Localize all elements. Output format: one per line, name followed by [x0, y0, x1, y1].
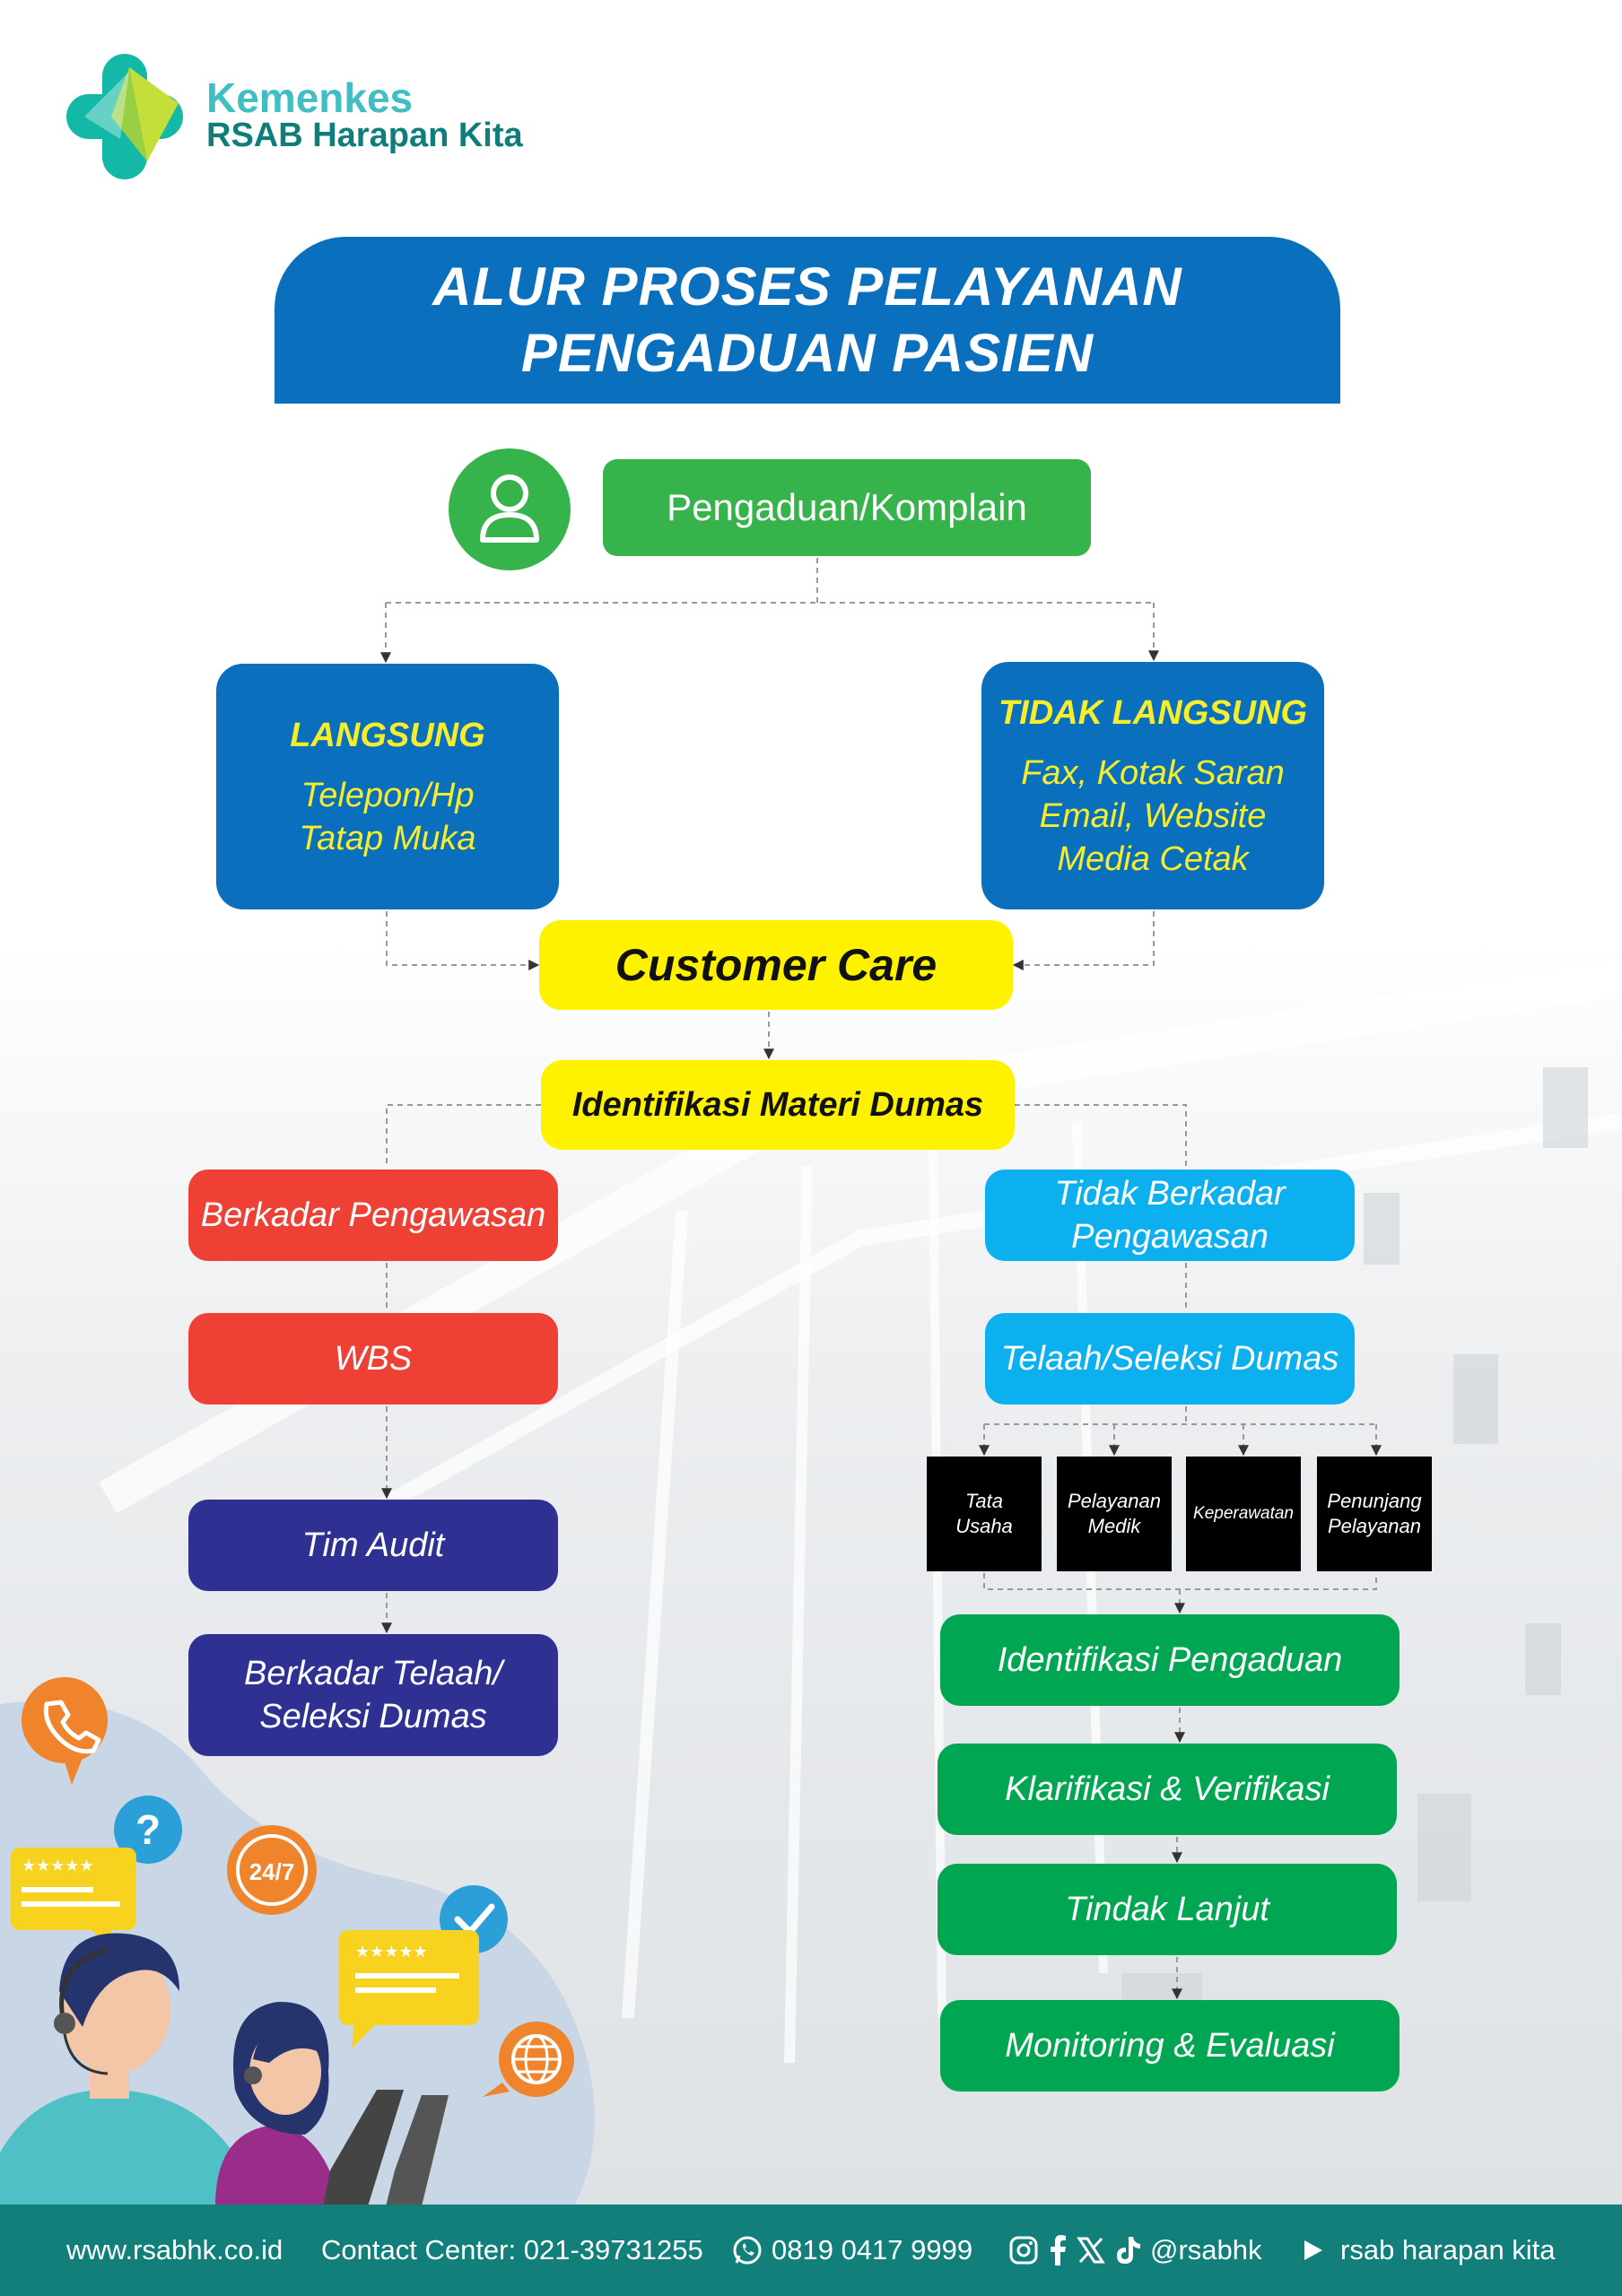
- identifikasi-materi-label: Identifikasi Materi Dumas: [571, 1085, 984, 1124]
- unit-tata-usaha-line-1: Tata: [964, 1490, 1003, 1512]
- tim-audit-node: Tim Audit: [188, 1500, 558, 1591]
- footer-whatsapp[interactable]: 0819 0417 9999: [732, 2205, 972, 2296]
- berkadar-telaah-line-1: Berkadar Telaah/: [243, 1655, 502, 1692]
- youtube-channel: rsab harapan kita: [1340, 2234, 1556, 2266]
- berkadar-pengawasan-label: Berkadar Pengawasan: [200, 1196, 546, 1234]
- brand-name: Kemenkes: [206, 74, 414, 121]
- unit-pelayanan-medik-line-1: Pelayanan: [1068, 1490, 1161, 1512]
- tiktok-icon[interactable]: [1114, 2235, 1141, 2266]
- langsung-line-1: Telepon/Hp: [301, 777, 475, 814]
- complaint-label: Pengaduan/Komplain: [667, 486, 1027, 528]
- unit-keperawatan-label: Keperawatan: [1193, 1504, 1294, 1523]
- unit-keperawatan: Keperawatan: [1186, 1457, 1301, 1571]
- klarifikasi-verifikasi-label: Klarifikasi & Verifikasi: [1005, 1770, 1330, 1808]
- wbs-node: WBS: [188, 1313, 558, 1405]
- tidak-berkadar-node: Tidak Berkadar Pengawasan: [985, 1170, 1355, 1261]
- rating-stars-right: ★★★★★: [355, 1943, 428, 1961]
- tidak-berkadar-line-2: Pengawasan: [1071, 1218, 1269, 1256]
- tindak-lanjut-node: Tindak Lanjut: [937, 1864, 1397, 1955]
- identifikasi-pengaduan-label: Identifikasi Pengaduan: [997, 1641, 1343, 1679]
- telaah-seleksi-node: Telaah/Seleksi Dumas: [985, 1313, 1355, 1405]
- whatsapp-number: 0819 0417 9999: [772, 2234, 973, 2266]
- unit-tata-usaha-line-2: Usaha: [955, 1515, 1013, 1537]
- unit-penunjang-line-1: Penunjang: [1327, 1490, 1422, 1512]
- berkadar-telaah-line-2: Seleksi Dumas: [259, 1698, 487, 1735]
- unit-pelayanan-medik-line-2: Medik: [1087, 1515, 1141, 1537]
- identifikasi-pengaduan-node: Identifikasi Pengaduan: [940, 1614, 1400, 1706]
- call-center-illustration: ? ★★★★★ 24/7 ★★★★★: [0, 1677, 595, 2206]
- title-line-2: PENGADUAN PASIEN: [520, 323, 1094, 383]
- male-agent-figure: [0, 1933, 269, 2206]
- rating-card-right: ★★★★★: [339, 1930, 479, 2048]
- footer-website[interactable]: www.rsabhk.co.id: [66, 2234, 283, 2266]
- monitoring-evaluasi-node: Monitoring & Evaluasi: [940, 2000, 1400, 2092]
- facebook-icon[interactable]: [1048, 2235, 1068, 2266]
- footer-bar: www.rsabhk.co.id Contact Center: 021-397…: [0, 2205, 1622, 2296]
- phone-bubble-icon: [22, 1677, 108, 1785]
- tidak-langsung-line-1: Fax, Kotak Saran: [1021, 754, 1285, 792]
- footer-social[interactable]: @rsabhk: [1008, 2205, 1262, 2296]
- kemenkes-logo-icon: [66, 54, 183, 179]
- tidak-berkadar-line-1: Tidak Berkadar: [1054, 1175, 1286, 1213]
- unit-pelayanan-medik: Pelayanan Medik: [1057, 1457, 1172, 1571]
- page-title: ALUR PROSES PELAYANAN PENGADUAN PASIEN: [275, 237, 1340, 404]
- clock-24-7-icon: 24/7: [227, 1825, 317, 1915]
- unit-tata-usaha: Tata Usaha: [927, 1457, 1042, 1571]
- title-line-1: ALUR PROSES PELAYANAN: [432, 257, 1182, 317]
- whatsapp-icon: [733, 2236, 762, 2265]
- tidak-langsung-node: TIDAK LANGSUNG Fax, Kotak Saran Email, W…: [981, 662, 1324, 909]
- customer-care-label: Customer Care: [615, 940, 937, 990]
- footer-youtube[interactable]: rsab harapan kita: [1299, 2205, 1556, 2296]
- play-icon: [1304, 2240, 1322, 2260]
- instagram-icon[interactable]: [1008, 2235, 1039, 2266]
- globe-bubble-icon: [483, 2022, 574, 2097]
- svg-text:?: ?: [135, 1806, 161, 1853]
- footer-contact-center: Contact Center: 021-39731255: [321, 2234, 703, 2266]
- rating-stars-left: ★★★★★: [22, 1857, 94, 1875]
- tidak-langsung-line-2: Email, Website: [1039, 797, 1267, 835]
- berkadar-telaah-node: Berkadar Telaah/ Seleksi Dumas: [188, 1634, 558, 1756]
- complaint-node: Pengaduan/Komplain: [603, 459, 1091, 556]
- person-icon-circle: [449, 448, 571, 570]
- x-twitter-icon[interactable]: [1077, 2236, 1105, 2265]
- brand-subtitle: RSAB Harapan Kita: [206, 117, 523, 154]
- customer-care-node: Customer Care: [539, 920, 1013, 1010]
- person-icon: [480, 474, 539, 543]
- tindak-lanjut-label: Tindak Lanjut: [1065, 1891, 1269, 1928]
- berkadar-pengawasan-node: Berkadar Pengawasan: [188, 1170, 558, 1261]
- social-handle: @rsabhk: [1150, 2234, 1262, 2266]
- klarifikasi-verifikasi-node: Klarifikasi & Verifikasi: [937, 1744, 1397, 1835]
- langsung-node: LANGSUNG Telepon/Hp Tatap Muka: [216, 664, 559, 909]
- unit-penunjang-pelayanan: Penunjang Pelayanan: [1317, 1457, 1432, 1571]
- question-bubble-icon: ?: [114, 1796, 182, 1864]
- langsung-title: LANGSUNG: [290, 717, 485, 754]
- tim-audit-label: Tim Audit: [301, 1526, 445, 1564]
- rating-card-left: ★★★★★: [11, 1848, 136, 1952]
- tidak-langsung-line-3: Media Cetak: [1057, 840, 1249, 878]
- clock-24-7-label: 24/7: [249, 1858, 295, 1885]
- unit-penunjang-line-2: Pelayanan: [1328, 1515, 1421, 1537]
- identifikasi-materi-node: Identifikasi Materi Dumas: [541, 1060, 1015, 1150]
- wbs-label: WBS: [334, 1340, 413, 1378]
- telaah-seleksi-label: Telaah/Seleksi Dumas: [1000, 1340, 1339, 1378]
- monitoring-evaluasi-label: Monitoring & Evaluasi: [1005, 2027, 1335, 2065]
- female-agent-figure: [215, 2001, 449, 2206]
- tidak-langsung-title: TIDAK LANGSUNG: [998, 694, 1308, 732]
- langsung-line-2: Tatap Muka: [299, 820, 476, 857]
